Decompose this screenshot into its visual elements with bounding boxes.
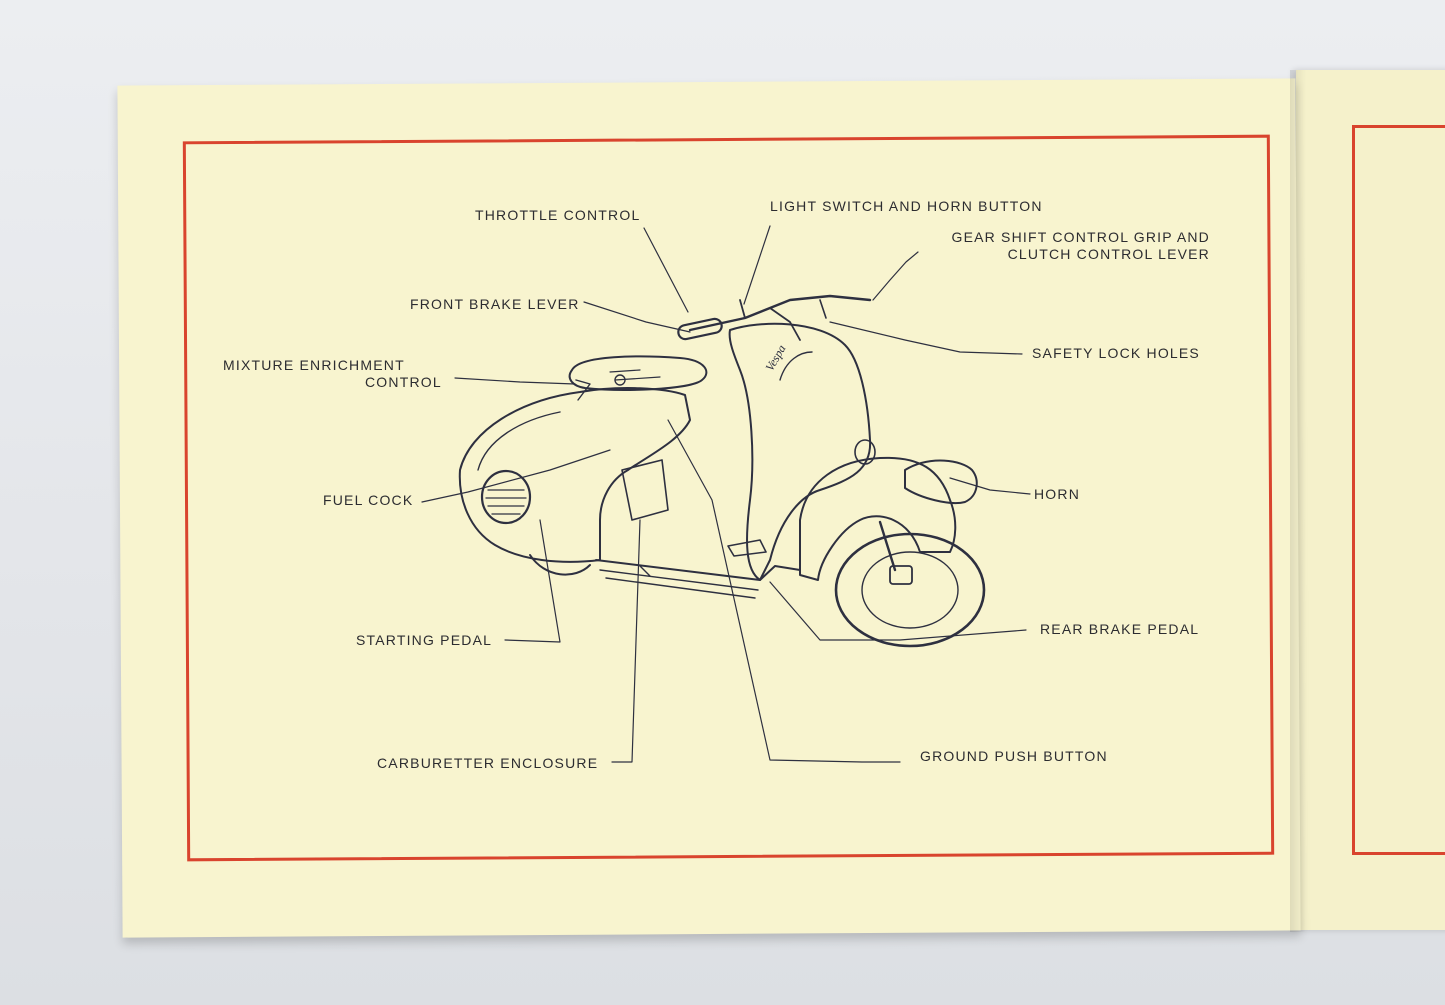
floorboard (595, 559, 801, 581)
label-rear-brake-pedal: REAR BRAKE PEDAL (1040, 621, 1200, 637)
label-fuel-cock: FUEL COCK (323, 492, 414, 508)
label-throttle-control: THROTTLE CONTROL (475, 207, 641, 223)
front-mudguard (799, 456, 957, 581)
horn-housing (904, 459, 978, 504)
leader-lines (421, 225, 1031, 763)
right-page-border (1352, 125, 1445, 855)
carburetter-panel (621, 459, 669, 521)
rear-brake-pedal-part (727, 539, 767, 557)
seat (568, 355, 708, 391)
label-safety-lock-holes: SAFETY LOCK HOLES (1032, 345, 1200, 361)
label-gear-shift-line1: GEAR SHIFT CONTROL GRIP AND (951, 229, 1210, 245)
leg-shield (728, 322, 872, 581)
page-fold (1290, 70, 1306, 932)
label-gear-shift-line2: CLUTCH CONTROL LEVER (1007, 246, 1210, 262)
label-mixture-line1: MIXTURE ENRICHMENT (223, 357, 405, 373)
right-page (1296, 70, 1445, 930)
label-mixture-line2: CONTROL (365, 374, 442, 390)
rear-body (458, 387, 691, 563)
handlebar (688, 294, 872, 332)
rear-lamp (480, 469, 532, 525)
front-wheel (834, 532, 986, 648)
label-carburetter-enclosure: CARBURETTER ENCLOSURE (377, 755, 599, 771)
label-front-brake-lever: FRONT BRAKE LEVER (410, 296, 580, 312)
throttle-grip (677, 317, 723, 341)
label-horn: HORN (1034, 486, 1081, 502)
label-starting-pedal: STARTING PEDAL (356, 632, 493, 648)
label-ground-push-button: GROUND PUSH BUTTON (920, 748, 1108, 764)
label-light-switch: LIGHT SWITCH AND HORN BUTTON (770, 198, 1043, 214)
